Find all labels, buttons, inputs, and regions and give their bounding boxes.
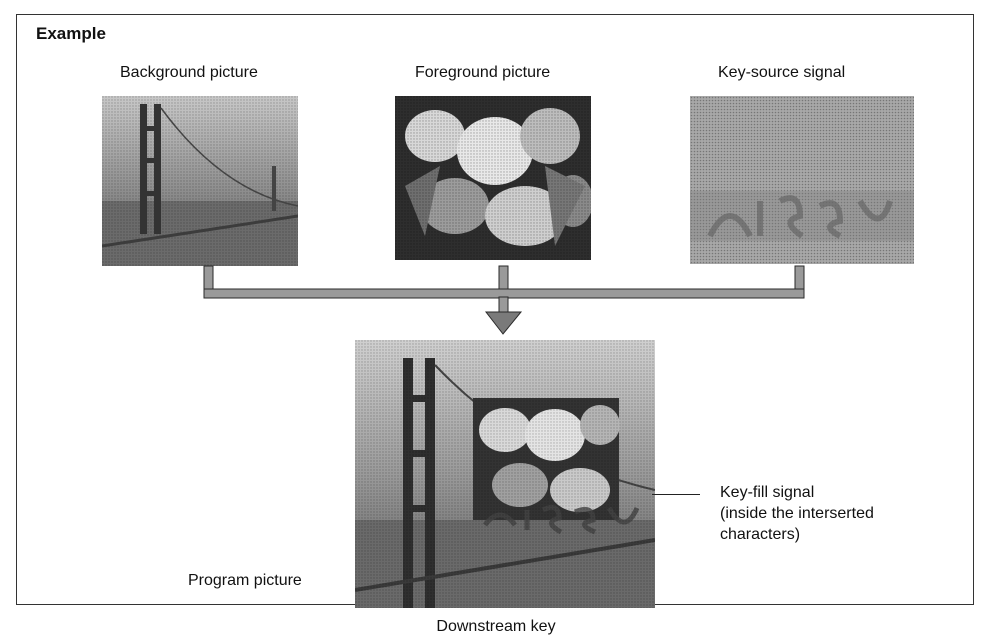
- key-fill-line-1: Key-fill signal: [720, 482, 874, 503]
- program-picture-label: Program picture: [188, 572, 302, 590]
- key-fill-line-2: (inside the interserted: [720, 503, 874, 524]
- figure-caption: Downstream key: [0, 618, 992, 636]
- program-picture: [355, 340, 655, 608]
- key-fill-line-3: characters): [720, 524, 874, 545]
- key-fill-signal-label: Key-fill signal (inside the interserted …: [720, 482, 874, 545]
- key-fill-callout-line: [652, 494, 700, 495]
